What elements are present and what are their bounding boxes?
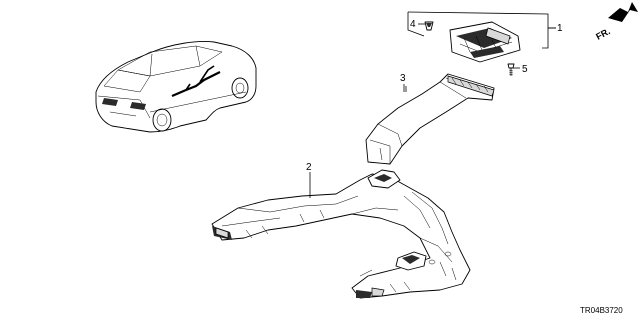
callout-1: 1 <box>557 23 563 34</box>
lower-duct-part-2 <box>211 169 471 299</box>
car-illustration <box>95 41 257 133</box>
upper-duct-part-3 <box>365 73 495 165</box>
screw-part-5 <box>507 63 520 76</box>
callout-2: 2 <box>306 162 312 173</box>
register-assembly <box>407 11 556 76</box>
callout-3: 3 <box>400 73 406 84</box>
leader-lines <box>309 27 556 198</box>
diagram-code: TR04B3720 <box>580 306 623 315</box>
callout-4: 4 <box>410 19 416 30</box>
callout-5: 5 <box>522 64 528 75</box>
front-direction-arrow: FR. <box>594 2 638 42</box>
direction-label: FR. <box>594 26 611 42</box>
